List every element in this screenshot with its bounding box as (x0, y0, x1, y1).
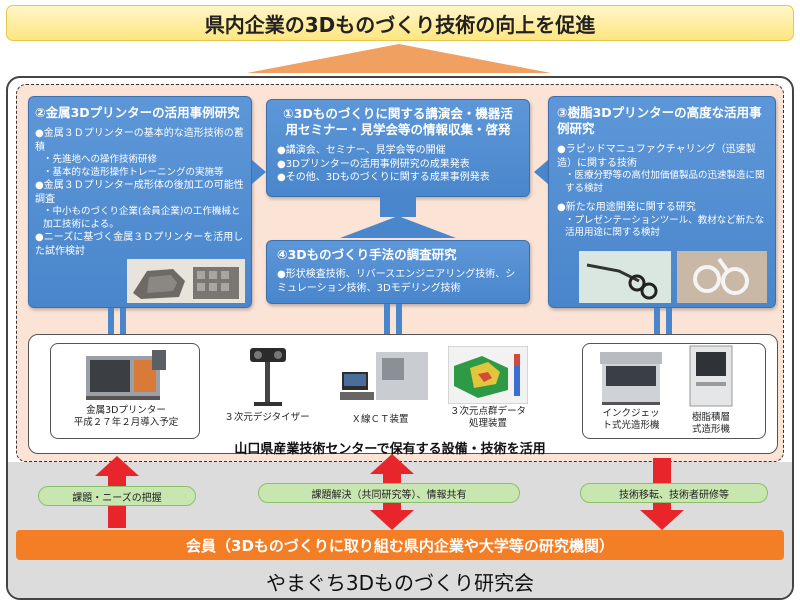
point-cloud-label: ３次元点群データ 処理装置 (449, 406, 526, 429)
box2-item: ・中小ものづくり企業(会員企業)の工作機械と加工技術による。 (43, 206, 241, 230)
box2-item: ●金属３Ｄプリンター成形体の後加工の可能性調査 (35, 180, 244, 205)
arrow-box4-to-box1-stem (380, 196, 416, 217)
arrow-box3-to-box1 (534, 160, 548, 184)
resin-printer-image (689, 345, 733, 407)
xray-ct-image (340, 352, 428, 400)
organization-name: やまぐち3Dものづくり研究会 (265, 570, 535, 595)
arrow-box2-to-box1 (252, 160, 266, 184)
point-cloud-image (448, 346, 528, 404)
box2-item: ●ニーズに基づく金属３Ｄプリンターを活用した試作検討 (35, 232, 244, 257)
digitizer-label: ３次元デジタイザー (224, 412, 310, 423)
box4-item: ●形状検査技術、リバースエンジニアリング技術、シミュレーション技術、3Dモデリン… (277, 269, 516, 294)
resin-parts-photo (579, 251, 767, 303)
inkjet-label: インクジェッ ト式光造形機 (602, 408, 660, 431)
box1-item: ●講演会、セミナー、見学会等の開催 (277, 145, 446, 156)
box-resin-3d-printer: ③樹脂3Dプリンターの高度な活用事例研究 ●ラピッドマニュファクチャリング（迅速… (548, 96, 776, 308)
organization-title: やまぐち3Dものづくり研究会 (6, 566, 794, 596)
equipment-caption: 山口県産業技術センターで保有する設備・技術を活用 (234, 442, 546, 457)
metal-printer-label: 金属3Dプリンター 平成２７年２月導入予定 (73, 405, 179, 428)
pill-problem-solving: 課題解決（共同研究等）、情報共有 (258, 483, 520, 503)
box2-item: ・基本的な造形操作トレーニングの実施等 (43, 166, 224, 178)
pill-needs: 課題・ニーズの把握 (38, 486, 196, 506)
resin-printer-label: 樹脂積層 式造形機 (691, 412, 730, 435)
top-banner: 県内企業の3Dものづくり技術の向上を促進 (6, 5, 794, 41)
box4-title: ④3Dものづくり手法の調査研究 (277, 247, 457, 262)
3d-digitizer-image (250, 348, 286, 406)
up-arrow-to-banner (247, 44, 551, 73)
box3-item: ●新たな用途開発に関する研究 (557, 202, 696, 213)
box1-item: ●3Dプリンターの活用事例研究の成果発表 (277, 158, 470, 170)
box3-item: ●ラピッドマニュファクチャリング（迅速製造）に関する技術 (557, 144, 756, 169)
connector-middle (384, 304, 402, 338)
box2-item: ・先進地への操作技術研修 (43, 154, 158, 165)
connector-left (108, 308, 126, 338)
banner-title: 県内企業の3Dものづくり技術の向上を促進 (204, 12, 596, 37)
members-label: 会員（3Dものづくりに取り組む県内企業や大学等の研究機関） (186, 536, 614, 555)
metal-3d-printer-image (86, 350, 166, 400)
box1-title: ①3Dものづくりに関する講演会・機器活用セミナー・見学会等の情報収集・啓発 (283, 106, 513, 137)
box3-item: ・プレゼンテーションツール、教材など新たな活用用途に関する検討 (565, 214, 765, 239)
pill-technology-transfer: 技術移転、技術者研修等 (580, 483, 768, 503)
box-3d-methods-research: ④3Dものづくり手法の調査研究 ●形状検査技術、リバースエンジニアリング技術、シ… (266, 240, 530, 304)
box2-title: ②金属3Dプリンターの活用事例研究 (35, 105, 240, 120)
box3-title: ③樹脂3Dプリンターの高度な活用事例研究 (557, 105, 762, 136)
connector-right (654, 308, 672, 338)
metal-parts-photo (127, 259, 245, 303)
box-information-seminars: ①3Dものづくりに関する講演会・機器活用セミナー・見学会等の情報収集・啓発 ●講… (266, 99, 530, 197)
box1-item: ●その他、3Dものづくりに関する成果事例発表 (277, 172, 490, 183)
box2-item: ●金属３Ｄプリンターの基本的な造形技術の蓄積 (35, 128, 244, 153)
members-bar: 会員（3Dものづくりに取り組む県内企業や大学等の研究機関） (16, 530, 784, 560)
inkjet-printer-image (600, 352, 662, 405)
arrow-box4-to-box1 (340, 216, 456, 238)
box3-item: ・医療分野等の高付加価値製品の迅速製造に関する検討 (565, 170, 765, 194)
xray-ct-label: Ｘ線ＣＴ装置 (351, 414, 409, 425)
box-metal-3d-printer: ②金属3Dプリンターの活用事例研究 ●金属３Ｄプリンターの基本的な造形技術の蓄積… (28, 96, 252, 308)
